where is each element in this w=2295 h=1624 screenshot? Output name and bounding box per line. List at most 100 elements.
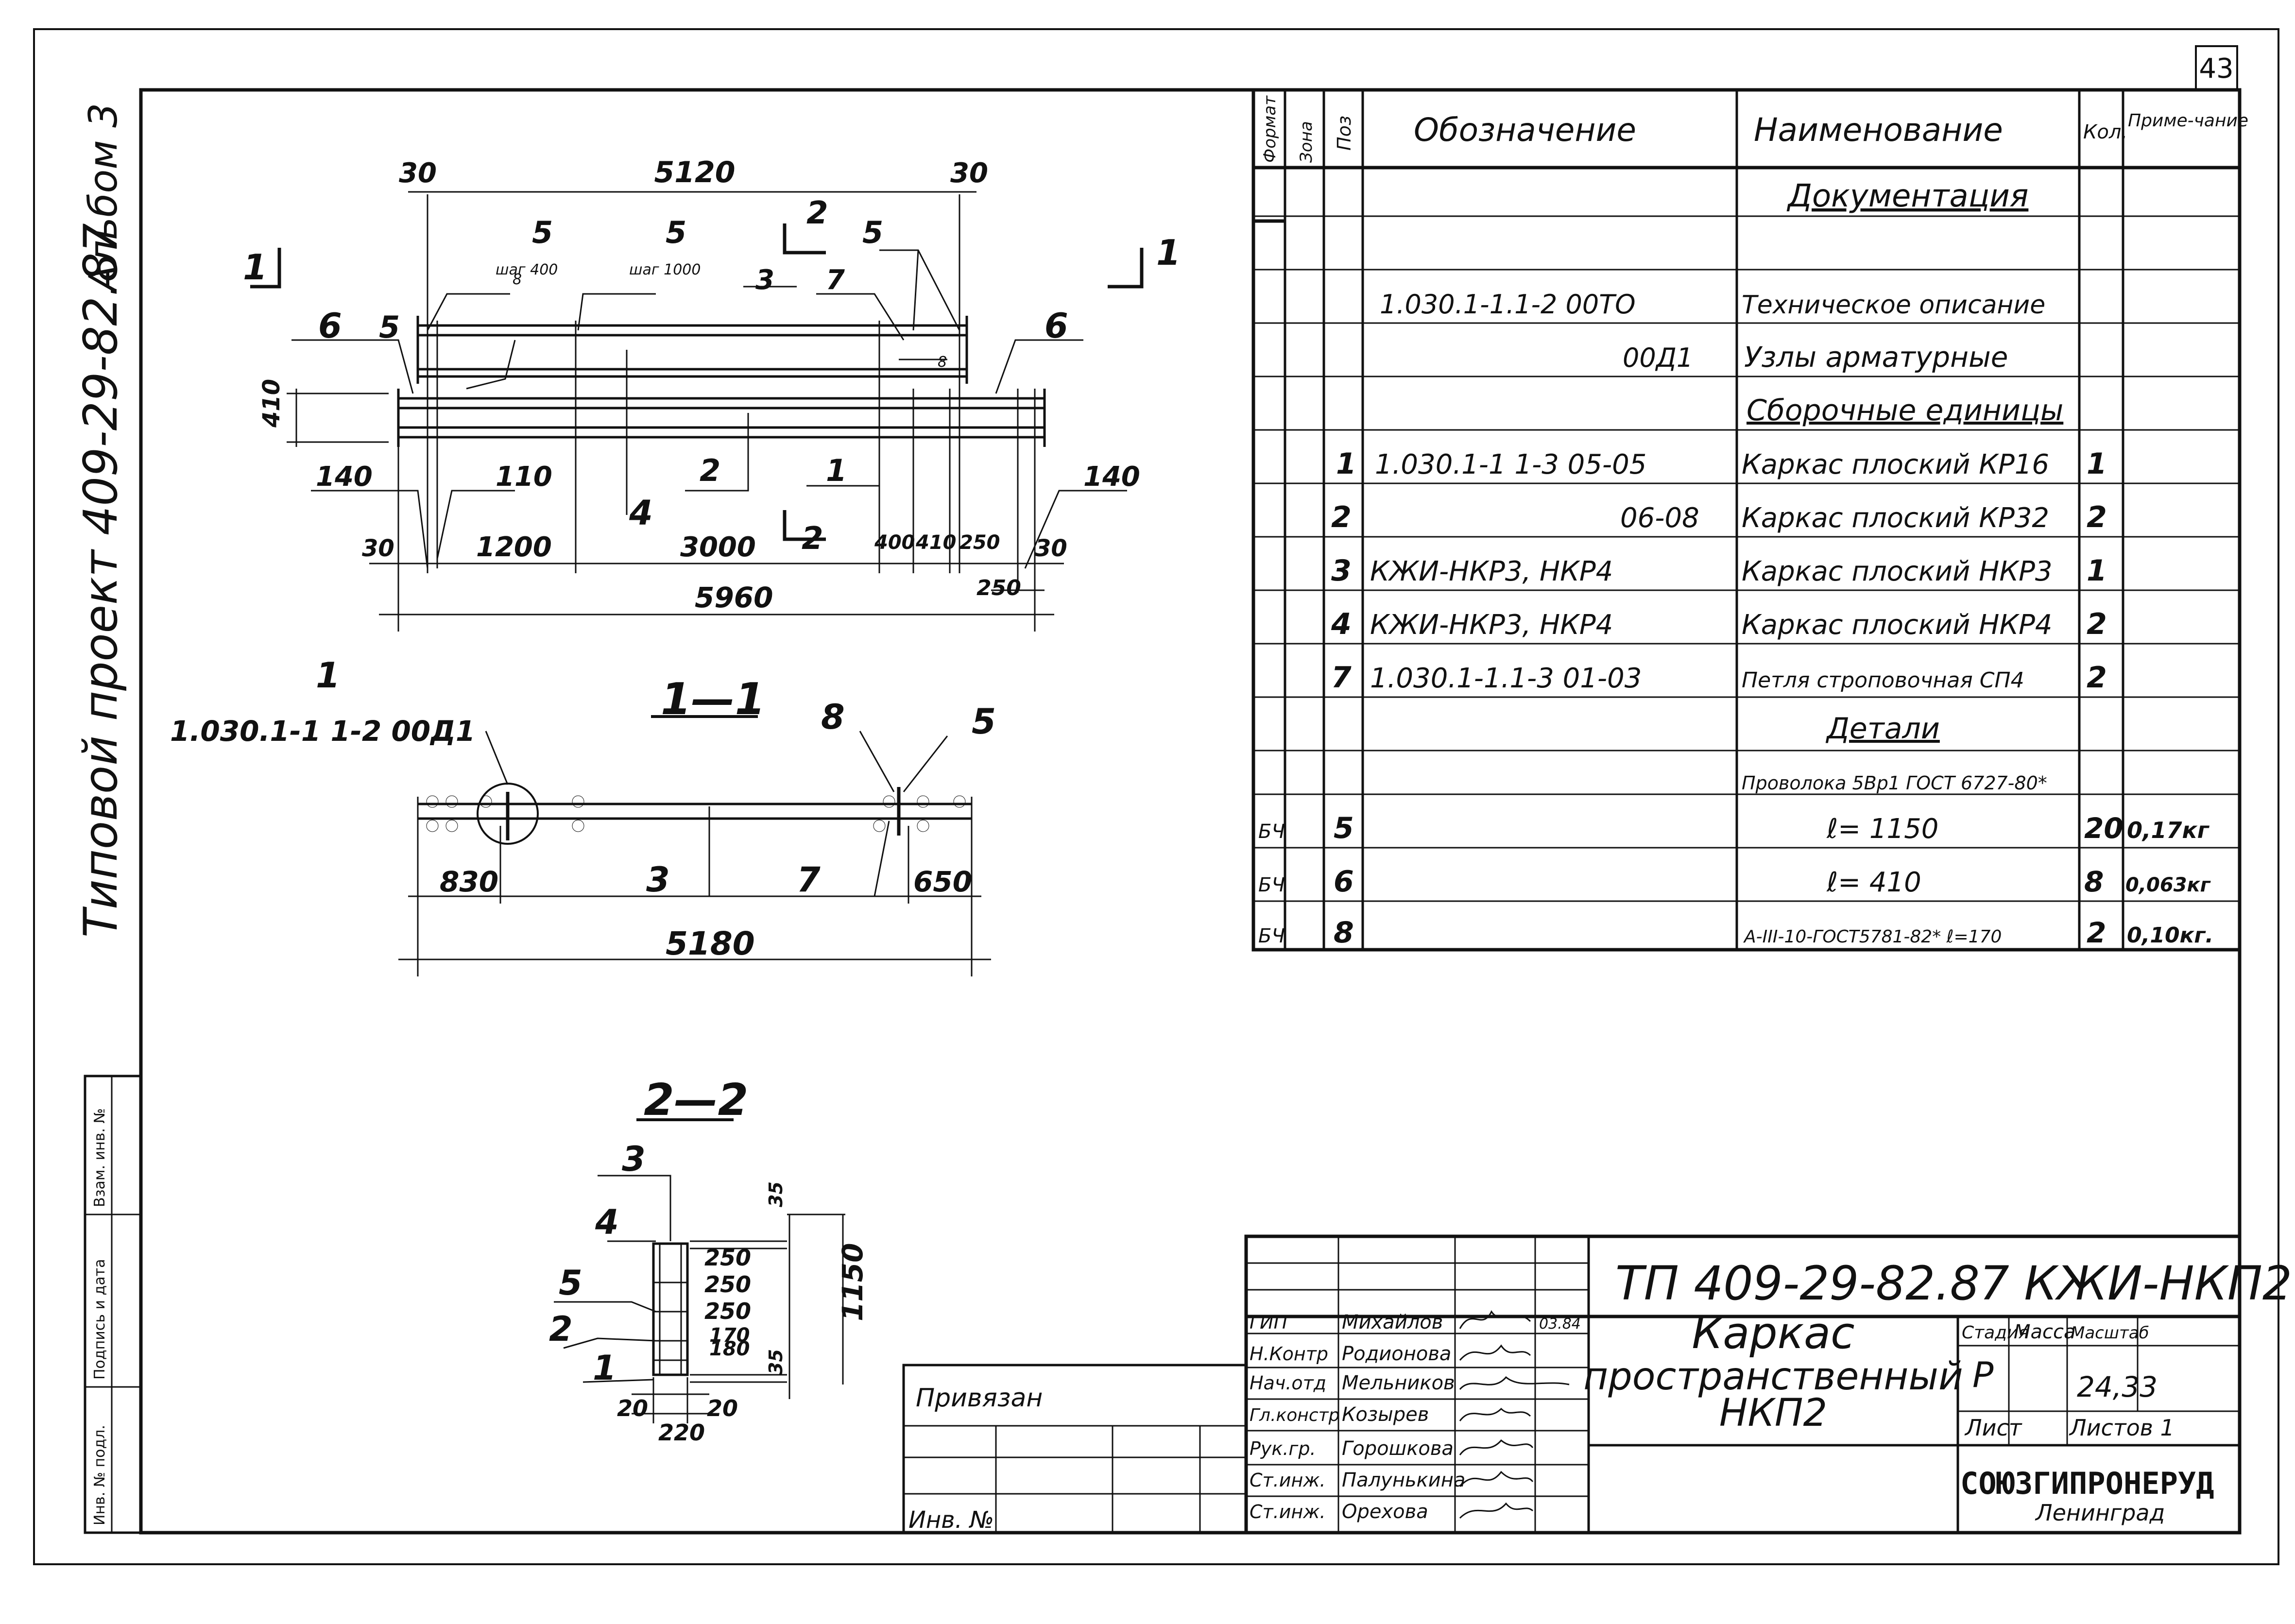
spec-row-pos: 7 (1331, 661, 1352, 695)
rebar-dot (873, 820, 886, 832)
sec11-pos-7: 7 (797, 860, 821, 900)
plan-dim-30-right: 30 (950, 157, 988, 189)
tb-person: Горошкова (1342, 1437, 1454, 1460)
cut-mark-right (1108, 248, 1144, 289)
sec22-pos-1: 1 (593, 1348, 617, 1388)
plan-pos-2: 2 (700, 453, 720, 488)
plan-pos-6-right: 6 (1045, 306, 1068, 346)
spec-row-note: 0,10кг. (2127, 923, 2213, 948)
rebar-dot (445, 820, 458, 832)
spec-row-pos: 2 (1331, 500, 1352, 534)
sec11-pos-5: 5 (972, 701, 996, 742)
sec11-node-ref: 1.030.1-1 1-2 00Д1 (170, 715, 475, 748)
spec-row-material: Проволока 5Вр1 ГОСТ 6727-80* (1742, 772, 2047, 794)
section-1-1 (398, 715, 991, 976)
plan-dim-410b: 410 (915, 531, 957, 554)
sec11-pos-8: 8 (821, 697, 845, 737)
cut-mark-2-bottom (783, 510, 826, 541)
spec-hdr-code: Обозначение (1414, 111, 1636, 149)
sec11-dim-830: 830 (440, 865, 498, 898)
sec22-dim-250-2: 250 (704, 1271, 751, 1298)
sec22-dim-220: 220 (658, 1419, 705, 1446)
spec-section-details: Детали (1825, 712, 1940, 746)
spec-row-name: Каркас плоский НКР4 (1742, 609, 2053, 641)
spec-hdr-zone: Зона (1297, 121, 1316, 163)
sec22-dim-250-1: 250 (704, 1245, 751, 1271)
spec-row-name: Техническое описание (1742, 291, 2045, 320)
spec-row-pos: 8 (1334, 916, 1354, 950)
plan-dim-30b: 30 (1035, 535, 1067, 562)
leader-5d (912, 250, 919, 331)
signature-scribble (1459, 1310, 1531, 1329)
leader-5b (577, 293, 656, 331)
spec-row-code: 1.030.1-1 1-3 05-05 (1375, 449, 1646, 480)
spec-row-note: 0,17кг (2127, 817, 2210, 843)
sec11-leader-7 (802, 821, 890, 897)
tb-mass: 24,33 (2077, 1370, 2158, 1403)
side-stamp: Инв. № подл. Подпись и дата Взам. инв. № (84, 1075, 142, 1534)
leader-5a (427, 293, 510, 331)
spec-row-qty: 1 (2087, 554, 2107, 588)
rebar-dot (883, 795, 895, 808)
sec22-dim-35-bottom: 35 (765, 1349, 787, 1375)
rebar-dot (445, 795, 458, 808)
spec-row-note: 0,063кг (2125, 874, 2211, 896)
signature-scribble (1459, 1407, 1531, 1421)
plan-step-1000: шаг 1000 (629, 261, 701, 278)
tb-stage-label: Стадия (1962, 1323, 2029, 1343)
side-stamp-frame (84, 1075, 142, 1534)
spec-hdr-name: Наименование (1754, 111, 2003, 149)
spec-row-fmt: БЧ (1258, 821, 1285, 843)
cut-mark-2-top (783, 223, 826, 255)
plan-step-400: шаг 400 (496, 261, 558, 278)
plan-pos-1: 1 (826, 453, 847, 488)
leader-5c (879, 249, 960, 331)
signature-scribble (1459, 1344, 1531, 1361)
tb-person: Козырев (1342, 1403, 1429, 1426)
leader-2 (685, 413, 749, 492)
sec11-pos-3: 3 (646, 860, 670, 900)
tb-role: Н.Контр (1250, 1343, 1328, 1365)
plan-dim-110: 110 (496, 461, 552, 493)
plan-pos-4: 4 (629, 493, 653, 533)
spec-row-name: Каркас плоский КР32 (1742, 502, 2049, 534)
rebar-dot (480, 795, 492, 808)
plan-dim-5120: 5120 (654, 155, 736, 189)
spec-row-name: ℓ= 410 (1826, 867, 1921, 898)
title-block-grid (902, 1234, 2242, 1535)
page-number: 43 (2199, 53, 2233, 85)
spec-row-qty: 20 (2084, 812, 2124, 845)
tb-person: Орехова (1342, 1501, 1428, 1523)
outer-border (33, 28, 2279, 1565)
spec-section-docs: Документация (1786, 178, 2028, 214)
privyazan-label: Привязан (916, 1384, 1043, 1413)
leader-8a (466, 340, 516, 390)
sec22-leader-1 (582, 1379, 654, 1383)
spec-row-code: КЖИ-НКР3, НКР4 (1370, 556, 1613, 587)
plan-cut-2-top: 2 (806, 195, 828, 231)
rebar-dot (426, 795, 439, 808)
sec11-leader-8 (859, 731, 895, 792)
rebar-dot (917, 820, 929, 832)
spec-row-pos: 6 (1334, 865, 1354, 899)
leader-7 (816, 293, 905, 341)
cut-mark-left (250, 248, 281, 289)
spec-row-name: Петля строповочная СП4 (1742, 668, 2024, 693)
sec22-dim-20-right: 20 (707, 1395, 738, 1421)
leader-140-right (1024, 490, 1127, 569)
plan-dim-140-right: 140 (1083, 461, 1140, 493)
leader-110 (436, 490, 515, 559)
sec22-dim-170: 170 (709, 1324, 750, 1347)
album-label: Альбом 3 (81, 103, 126, 294)
sec22-pos-2: 2 (549, 1309, 573, 1349)
spec-row-qty: 2 (2087, 916, 2106, 949)
plan-dim-410: 410 (258, 379, 285, 428)
signature-scribble (1459, 1470, 1534, 1487)
signatures (1459, 1310, 1570, 1519)
spec-hdr-qty: Кол. (2083, 121, 2127, 143)
tb-person: Палунькина (1342, 1469, 1465, 1491)
doc-name-line2: пространственный (1583, 1355, 1963, 1399)
plan-dim-1200: 1200 (476, 531, 552, 563)
spec-row-code: 1.030.1-1.1-2 00ТО (1380, 289, 1636, 320)
plan-dim-30a: 30 (362, 535, 394, 562)
